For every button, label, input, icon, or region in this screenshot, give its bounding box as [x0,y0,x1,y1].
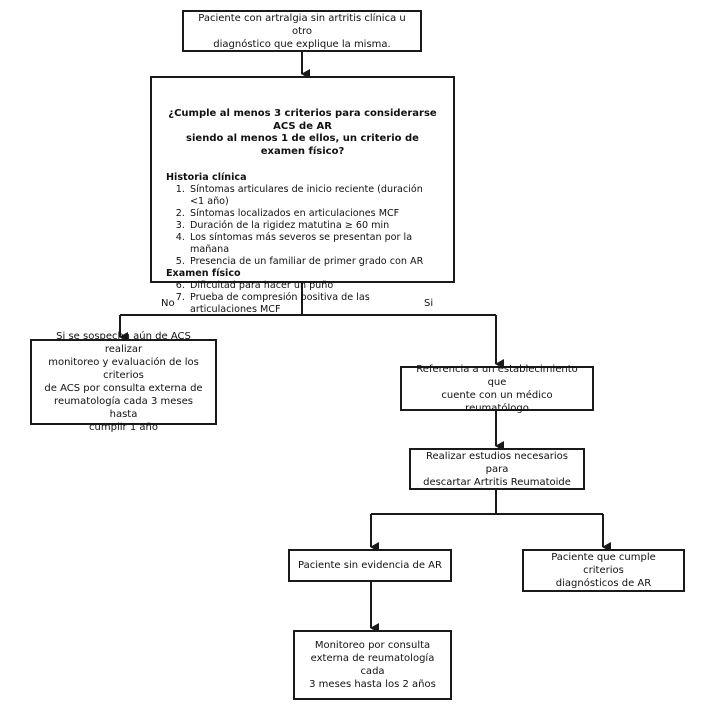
clinical-history-list: Síntomas articulares de inicio reciente … [166,184,439,268]
section-physical-exam: Examen físico [166,268,241,279]
monitor-no-text: Si se sospecha aún de ACS realizar monit… [44,331,203,433]
monitor-2y-text: Monitoreo por consulta externa de reumat… [309,640,436,690]
criteria-question: ¿Cumple al menos 3 criterios para consid… [168,108,437,157]
meets-criteria-box: Paciente que cumple criterios diagnóstic… [522,549,685,592]
criteria-box: ¿Cumple al menos 3 criterios para consid… [150,76,455,315]
studies-text: Realizar estudios necesarios para descar… [423,450,571,488]
physical-exam-list: Dificultad para hacer un puño Prueba de … [166,280,439,316]
label-yes: Si [424,298,434,309]
no-evidence-box: Paciente sin evidencia de AR [288,549,452,582]
criterion-item: Dificultad para hacer un puño [188,280,439,292]
label-no: No [161,298,175,309]
criterion-item: Los síntomas más severos se presentan po… [188,232,439,256]
meets-criteria-text: Paciente que cumple criterios diagnóstic… [551,552,656,589]
criterion-item: Prueba de compresión positiva de las art… [188,292,439,316]
criterion-item: Duración de la rigidez matutina ≥ 60 min [188,220,439,232]
criterion-item: Presencia de un familiar de primer grado… [188,256,439,268]
criterion-item: Síntomas articulares de inicio reciente … [188,184,439,208]
monitor-2y-box: Monitoreo por consulta externa de reumat… [293,630,452,700]
referral-text: Referencia a un establecimiento que cuen… [416,363,578,414]
section-clinical-history: Historia clínica [166,172,247,183]
no-evidence-text: Paciente sin evidencia de AR [298,560,442,571]
start-box: Paciente con artralgia sin artritis clín… [182,10,422,52]
referral-box: Referencia a un establecimiento que cuen… [400,364,594,414]
start-text: Paciente con artralgia sin artritis clín… [198,12,406,50]
monitor-no-box: Si se sospecha aún de ACS realizar monit… [30,331,217,433]
studies-box: Realizar estudios necesarios para descar… [409,448,585,490]
criterion-item: Síntomas localizados en articulaciones M… [188,208,439,220]
